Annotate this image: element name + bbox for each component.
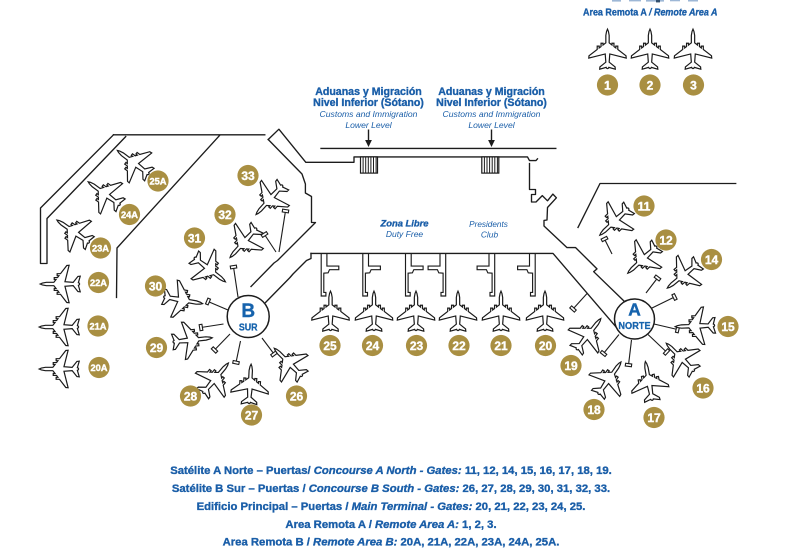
svg-text:28: 28 — [184, 389, 198, 403]
svg-text:Nivel Inferior (Sótano): Nivel Inferior (Sótano) — [436, 97, 547, 109]
svg-text:22A: 22A — [90, 278, 107, 288]
svg-text:Satélite A Norte – Puertas/ Co: Satélite A Norte – Puertas/ Concourse A … — [170, 465, 612, 477]
svg-text:Club: Club — [481, 230, 499, 240]
svg-text:Nivel Inferior (Sótano): Nivel Inferior (Sótano) — [313, 97, 424, 109]
svg-text:23A: 23A — [92, 243, 109, 253]
svg-text:Satélite B Sur – Puertas / Con: Satélite B Sur – Puertas / Concourse B S… — [172, 483, 610, 495]
svg-text:Presidents: Presidents — [469, 220, 508, 229]
svg-text:Aduanas y Migración: Aduanas y Migración — [315, 86, 422, 98]
svg-text:30: 30 — [149, 279, 163, 293]
svg-text:Lower Level: Lower Level — [345, 120, 392, 130]
svg-text:Duty Free: Duty Free — [386, 229, 424, 239]
svg-text:11: 11 — [638, 199, 651, 213]
svg-text:21A: 21A — [89, 321, 106, 331]
svg-text:15: 15 — [721, 320, 735, 334]
svg-text:16: 16 — [696, 381, 710, 395]
svg-text:25A: 25A — [149, 176, 166, 186]
svg-text:Area Remota A / Remote Area A: Area Remota A / Remote Area A — [583, 8, 718, 19]
svg-text:Zona Libre: Zona Libre — [380, 218, 429, 229]
svg-text:20: 20 — [539, 339, 553, 353]
svg-text:23: 23 — [410, 339, 424, 353]
svg-text:29: 29 — [150, 341, 164, 355]
svg-text:31: 31 — [188, 231, 202, 245]
svg-text:27: 27 — [245, 408, 259, 422]
svg-text:SUR: SUR — [239, 322, 258, 334]
svg-text:20A: 20A — [90, 363, 107, 373]
svg-text:B: B — [241, 301, 255, 322]
svg-text:18: 18 — [587, 403, 601, 417]
svg-text:32: 32 — [218, 208, 232, 222]
svg-text:33: 33 — [241, 169, 255, 183]
svg-text:Customs and Immigration: Customs and Immigration — [443, 109, 541, 119]
svg-text:1: 1 — [604, 78, 611, 92]
svg-text:Area Remota B / Remote Area B:: Area Remota B / Remote Area B: 20A, 21A,… — [223, 537, 560, 549]
svg-text:19: 19 — [564, 359, 578, 373]
svg-text:NORTE: NORTE — [618, 320, 650, 332]
svg-text:Aduanas y Migración: Aduanas y Migración — [438, 86, 545, 98]
svg-text:Lower Level: Lower Level — [468, 120, 515, 130]
svg-text:3: 3 — [690, 78, 697, 92]
svg-text:17: 17 — [647, 411, 661, 425]
svg-text:21: 21 — [494, 339, 508, 353]
svg-text:25: 25 — [323, 339, 337, 353]
svg-text:14: 14 — [705, 253, 719, 267]
svg-text:22: 22 — [452, 339, 466, 353]
svg-text:A: A — [628, 300, 641, 320]
svg-text:12: 12 — [659, 233, 673, 247]
svg-text:26: 26 — [290, 389, 304, 403]
svg-text:24A: 24A — [121, 210, 138, 220]
svg-text:2: 2 — [647, 78, 654, 92]
svg-text:Customs and Immigration: Customs and Immigration — [320, 109, 418, 119]
svg-text:24: 24 — [366, 339, 380, 353]
svg-text:Edificio Principal – Puertas /: Edificio Principal – Puertas / Main Term… — [197, 501, 586, 513]
svg-text:Area Remota A / Remote Area A:: Area Remota A / Remote Area A: 1, 2, 3. — [285, 519, 496, 531]
